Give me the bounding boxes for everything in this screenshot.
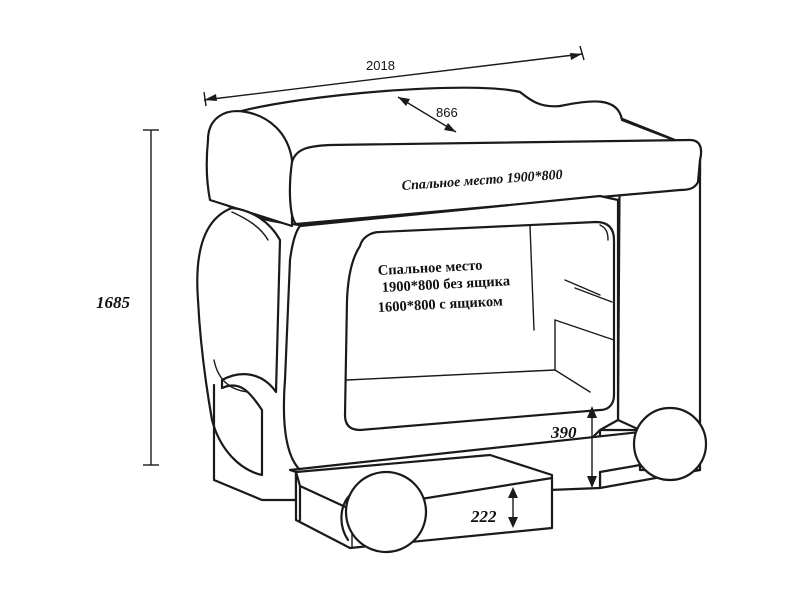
- front-wheel: [340, 470, 428, 554]
- dimension-length: 2018: [203, 45, 585, 107]
- rear-wheel: [632, 406, 708, 482]
- dimension-drawer: 222: [470, 487, 518, 528]
- upper-left-cap: [205, 110, 294, 228]
- dimension-length-label: 2018: [366, 58, 395, 73]
- dimension-height: 1685: [96, 129, 159, 466]
- upper-front-rail: [288, 138, 703, 226]
- left-side-panel: [196, 206, 298, 502]
- front-frame: [282, 194, 620, 472]
- dimension-depth: 866: [397, 96, 458, 133]
- dimension-depth-label: 866: [436, 105, 458, 120]
- lower-berth-line-2: 1900*800 без ящика: [381, 273, 511, 296]
- dimension-drawer-label: 222: [470, 507, 497, 526]
- dimension-lower-bed-label: 390: [550, 423, 577, 442]
- lower-berth-line-1: Спальное место: [377, 258, 482, 279]
- dimension-height-label: 1685: [96, 293, 131, 312]
- dimension-lower-bed: 390: [550, 406, 597, 488]
- lower-berth-line-3: 1600*800 с ящиком: [377, 293, 503, 316]
